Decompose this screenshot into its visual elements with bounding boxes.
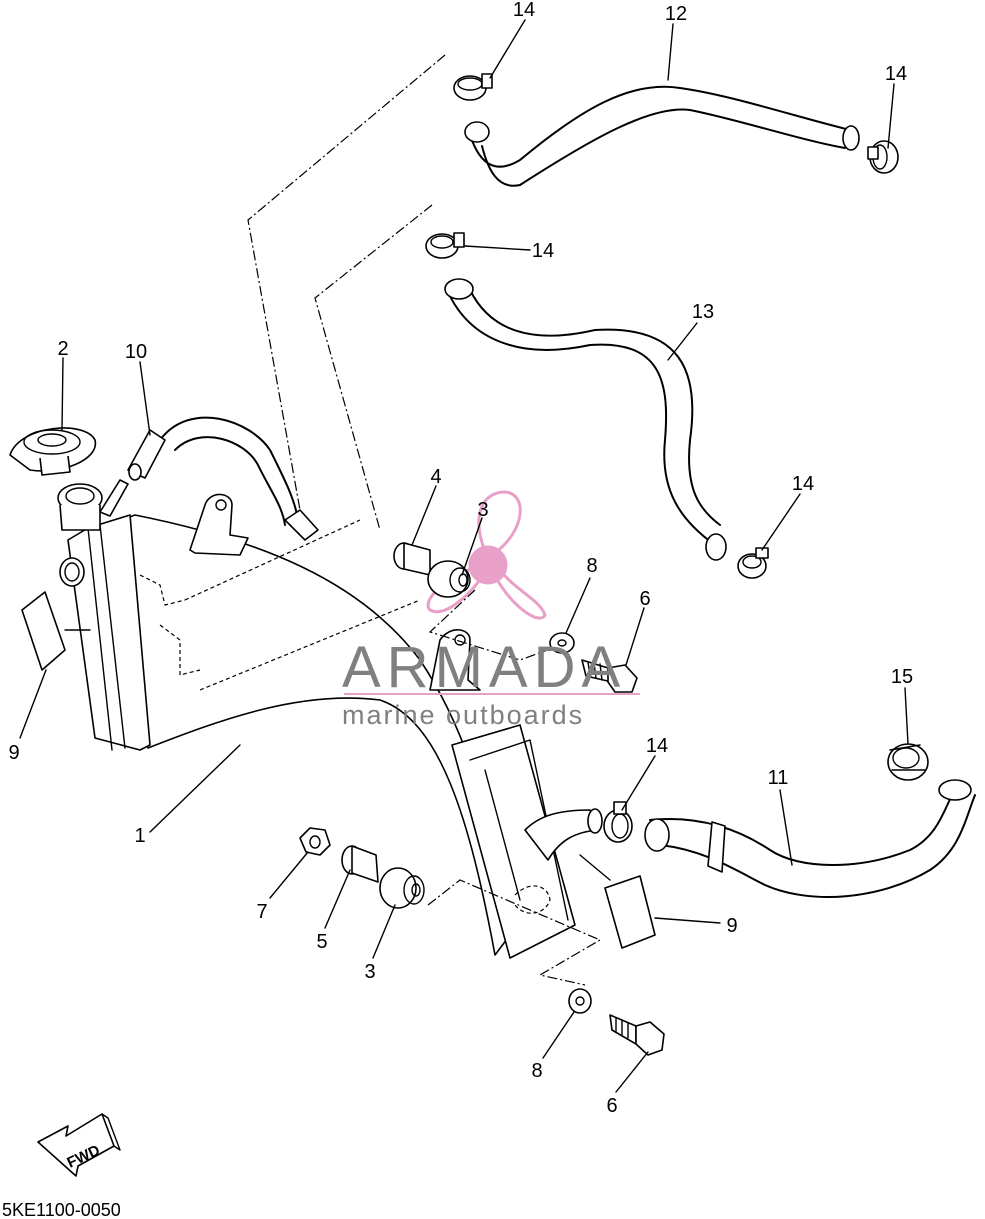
hose-clamp-14-d [737, 547, 769, 579]
callout-9-right: 9 [726, 915, 737, 937]
callout-10: 10 [125, 341, 147, 363]
callout-8-lower: 8 [531, 1060, 542, 1082]
hose-10 [127, 416, 319, 541]
fwd-arrow-icon: FWD [37, 1113, 121, 1177]
radiator-1 [57, 479, 603, 959]
leader-lines [19, 19, 909, 1093]
washer-8-lower [568, 988, 592, 1014]
callout-8-upper: 8 [586, 555, 597, 577]
bolt-6-lower [609, 1014, 665, 1056]
callout-3-lower: 3 [364, 961, 375, 983]
callout-15: 15 [891, 666, 913, 688]
damper-3-upper [427, 560, 471, 598]
label-9-left [21, 591, 91, 671]
callout-14-d: 14 [792, 473, 814, 495]
callout-4: 4 [430, 466, 441, 488]
callout-14-a: 14 [513, 0, 535, 21]
hose-clamp-14-b [867, 140, 899, 174]
watermark-brand: ARMADA [342, 635, 626, 700]
hose-clamp-15 [887, 743, 929, 781]
callout-9-left: 9 [8, 742, 19, 764]
collar-4-upper [393, 542, 431, 576]
callout-7: 7 [256, 901, 267, 923]
callout-11: 11 [768, 767, 789, 789]
callout-3-upper: 3 [477, 499, 488, 521]
callout-13: 13 [692, 301, 714, 323]
label-9-right [579, 854, 656, 949]
radiator-cap-2 [9, 427, 97, 476]
hose-13 [444, 278, 727, 561]
callout-1: 1 [134, 825, 145, 847]
callout-14-c: 14 [532, 240, 554, 262]
bolt-6-upper [581, 659, 638, 693]
ref-line-upper-bolt [428, 589, 576, 661]
callout-6-upper: 6 [639, 588, 650, 610]
hose-12 [464, 85, 860, 187]
callout-5: 5 [316, 931, 327, 953]
hose-clamp-14-c [425, 232, 465, 259]
callout-14-b: 14 [885, 63, 907, 85]
callout-14-e: 14 [646, 735, 668, 757]
hose-clamp-14-e [603, 801, 633, 843]
reference-lines [247, 54, 446, 531]
collar-5 [341, 845, 379, 883]
nut-7 [299, 827, 331, 856]
diagram-code: 5KE1100-0050 [2, 1200, 121, 1219]
watermark: ARMADA marine outboards [342, 635, 640, 730]
callout-6-lower: 6 [606, 1095, 617, 1117]
callout-2: 2 [57, 338, 68, 360]
callout-12: 12 [665, 3, 687, 25]
hose-clamp-14-a [453, 73, 493, 101]
washer-8-upper [549, 632, 575, 654]
hose-11 [644, 779, 976, 898]
watermark-tagline: marine outboards [342, 700, 584, 730]
ref-line-lower-bolt [427, 879, 602, 986]
callouts: 1 2 3 3 4 5 6 6 7 8 8 9 9 10 11 12 13 14… [8, 0, 913, 1117]
damper-3-lower [379, 867, 425, 909]
